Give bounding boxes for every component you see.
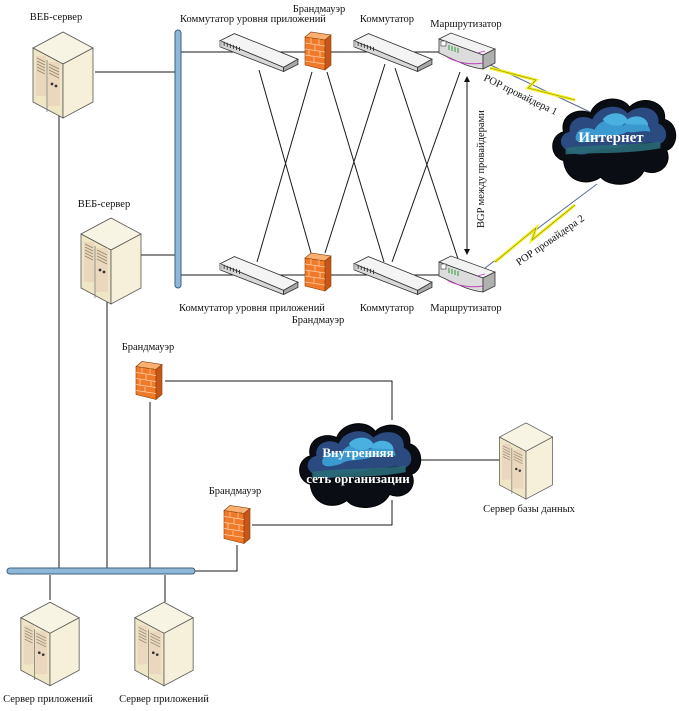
app-switch-bottom[interactable]: Коммутатор уровня приложений: [179, 256, 325, 314]
switch-top-label: Коммутатор: [360, 14, 414, 25]
web-server-1[interactable]: ВЕБ-сервер: [30, 12, 94, 119]
firewall-internal-2[interactable]: Брандмауэр: [209, 486, 262, 544]
switch-top[interactable]: Коммутатор: [353, 14, 433, 72]
firewall-top-label: Брандмауэр: [293, 4, 346, 15]
app-server-2-label: Сервер приложений: [119, 694, 209, 705]
db-server-label: Сервер базы данных: [483, 504, 576, 515]
router-top[interactable]: Маршрутизатор: [430, 19, 502, 70]
wire-fw2-bus: [194, 545, 238, 572]
app-switch-top-label: Коммутатор уровня приложений: [180, 14, 326, 25]
wire-fw1-cloud: [165, 380, 393, 420]
switch-icon: [353, 256, 433, 295]
internal-network-label-line2: сеть организации: [306, 471, 410, 486]
router-bottom-label: Маршрутизатор: [430, 303, 501, 314]
app-server-1[interactable]: Сервер приложений: [3, 601, 93, 705]
internet-label: Интернет: [578, 130, 644, 146]
server-icon: [498, 422, 554, 500]
provider-link-1: [479, 59, 591, 113]
firewall-icon: [223, 505, 251, 544]
web-server-2[interactable]: ВЕБ-сервер: [78, 199, 142, 305]
internal-network-label-line1: Внутренняя: [322, 445, 393, 460]
firewall-internal-1[interactable]: Брандмауэр: [122, 342, 175, 400]
firewall-icon: [304, 31, 332, 71]
server-icon: [134, 601, 194, 687]
firewall-icon: [304, 252, 332, 292]
wires: [49, 51, 500, 602]
server-icon: [32, 31, 94, 119]
firewall-top[interactable]: Брандмауэр: [293, 4, 346, 71]
web-server-1-label: ВЕБ-сервер: [30, 12, 82, 23]
router-top-label: Маршрутизатор: [430, 19, 501, 30]
wire-fw2-cloud: [252, 500, 393, 526]
firewall-internal-2-label: Брандмауэр: [209, 486, 262, 497]
switch-icon: [219, 33, 299, 72]
router-icon: [438, 32, 496, 70]
firewall-bottom[interactable]: Брандмауэр: [292, 252, 345, 326]
router-icon: [438, 255, 496, 293]
provider-link-2: [484, 183, 598, 269]
vertical-bus: [174, 29, 182, 289]
app-switch-bottom-label: Коммутатор уровня приложений: [179, 303, 325, 314]
internal-network-cloud[interactable]: Внутренняя сеть организации: [299, 423, 422, 509]
web-server-2-label: ВЕБ-сервер: [78, 199, 130, 210]
wire-cross-1: [258, 69, 312, 254]
server-icon: [20, 601, 80, 687]
server-icon: [80, 217, 142, 305]
db-server[interactable]: Сервер базы данных: [483, 422, 576, 515]
wire-cross-2: [256, 71, 313, 263]
wire-cross-6: [391, 71, 461, 263]
switch-bottom-label: Коммутатор: [360, 303, 414, 314]
switch-icon: [353, 33, 433, 72]
app-switch-top[interactable]: Коммутатор уровня приложений: [180, 14, 326, 72]
switch-bottom[interactable]: Коммутатор: [353, 256, 433, 314]
bgp-label: BGP между провайдерами: [476, 110, 487, 228]
cloud-icon: [299, 423, 422, 509]
app-server-2[interactable]: Сервер приложений: [119, 601, 209, 705]
horizontal-bus: [6, 567, 196, 575]
switch-icon: [219, 256, 299, 295]
firewall-bottom-label: Брандмауэр: [292, 315, 345, 326]
wire-cross-3: [326, 71, 385, 263]
wire-cross-4: [324, 63, 386, 254]
app-server-1-label: Сервер приложений: [3, 694, 93, 705]
router-bottom[interactable]: Маршрутизатор: [430, 255, 502, 314]
internet-cloud[interactable]: Интернет: [552, 98, 677, 185]
firewall-icon: [135, 361, 163, 400]
firewall-internal-1-label: Брандмауэр: [122, 342, 175, 353]
pop2-label: POP провайдера 2: [514, 213, 586, 268]
